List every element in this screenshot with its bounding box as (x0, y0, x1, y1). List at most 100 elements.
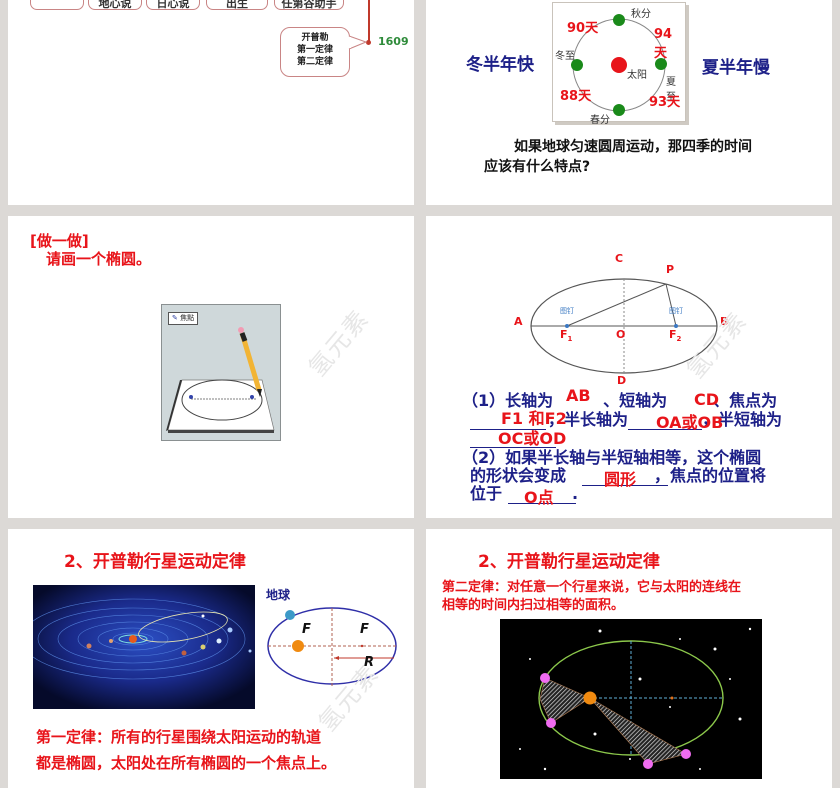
paper-pencil-ellipse-icon (166, 327, 275, 433)
slide-kepler-timeline[interactable]: 地心说 日心说 出生 任第谷助手 1609 开普勒 第一定律 第二定律 (8, 0, 414, 205)
slide-kepler-first-law[interactable]: 2、开普勒行星运动定律 地球 (8, 529, 414, 788)
slide-kepler-second-law[interactable]: 2、开普勒行星运动定律 第二定律：对任意一个行星来说，它与太阳的连线在 相等的时… (426, 529, 832, 788)
timeline-axis (368, 0, 370, 42)
answer-long-axis: AB (566, 386, 591, 405)
pushpin-label-right: 图钉 (669, 307, 683, 315)
question-1-line-2: ，半长轴为 ，半短轴为 (466, 410, 782, 429)
duration-top-right: 94天 (654, 27, 673, 61)
timeline-box: 日心说 (146, 0, 200, 10)
pushpin-label-left: 图钉 (560, 307, 574, 315)
timeline-box: 任第谷助手 (274, 0, 344, 10)
answer-shape: 圆形 (604, 470, 637, 489)
callout-line: 第二定律 (296, 57, 333, 67)
timeline-box-label: 地心说 (98, 0, 132, 10)
q2-text: 的形状会变成 (470, 466, 567, 485)
duration-bottom-left: 88天 (560, 89, 592, 104)
answer-semi-minor: OC或OD (498, 429, 567, 448)
focus-f1-letter: F (560, 328, 568, 341)
timeline-box: 地心说 (88, 0, 142, 10)
second-law-line-1: 第二定律：对任意一个行星来说，它与太阳的连线在 (442, 580, 742, 595)
slide-ellipse-parts[interactable]: C P A B O D F1 F2 图钉 图钉 （1）长轴为、短轴为、焦点为 ，… (426, 216, 832, 518)
slide-seasons[interactable]: 冬半年快 夏半年慢 秋分 冬至 夏至 春分 太阳 90天 94天 88天 93天… (426, 0, 832, 205)
callout-pointer-icon (346, 35, 368, 50)
q1-text: 、短轴为 (603, 391, 668, 410)
timeline-box-label: 出生 (226, 0, 248, 10)
slide-draw-ellipse[interactable]: [做一做] 请画一个椭圆。 ✎ 焦點 氢元素 (8, 216, 414, 518)
underline (470, 429, 546, 430)
timeline-marker (366, 40, 371, 45)
kepler-callout: 开普勒 第一定律 第二定律 (280, 27, 350, 77)
question-2-line-2: 的形状会变成 ，焦点的位置将 (470, 466, 766, 485)
orbit-circle-icon (571, 14, 667, 116)
focus-f2-label: F2 (669, 328, 681, 343)
underline (628, 429, 702, 430)
ellipse-diagram-icon (530, 278, 718, 374)
question-line-1: 如果地球匀速圆周运动，那四季的时间 (514, 139, 752, 155)
question-2-line-1: （2）如果半长轴与半短轴相等，这个椭圆 (462, 448, 762, 467)
question-line-2: 应该有什么特点? (484, 159, 591, 175)
earth-label: 地球 (266, 588, 291, 602)
q1-text: ，半短轴为 (702, 410, 783, 429)
q1-text: 、焦点为 (713, 391, 778, 410)
q2-text: . (572, 484, 579, 503)
timeline-box: 出生 (206, 0, 268, 10)
q2-text: ，焦点的位置将 (654, 466, 767, 485)
question-1-line-1: （1）长轴为 、短轴为 、焦点为 (462, 391, 777, 410)
winter-solstice-label: 冬至 (555, 51, 575, 62)
focus-f1-subscript: 1 (567, 335, 573, 344)
underline (508, 503, 576, 504)
summer-solstice-label: 夏至 (666, 77, 676, 103)
pushpin-icon: ✎ (172, 314, 178, 322)
timeline-box-label: 日心说 (156, 0, 190, 10)
timeline-box (30, 0, 84, 10)
slide-title: 2、开普勒行星运动定律 (478, 552, 660, 572)
focus-legend-label: 焦點 (180, 314, 195, 322)
point-p-label: P (666, 263, 675, 276)
q2-text: 位于 (470, 484, 503, 503)
activity-instruction: 请画一个椭圆。 (46, 250, 152, 268)
activity-heading: [做一做] (30, 232, 89, 250)
seasons-diagram: 秋分 冬至 夏至 春分 太阳 90天 94天 88天 93天 (552, 2, 686, 126)
q1-text: ，半长轴为 (548, 410, 629, 429)
radius-label: R (364, 655, 375, 670)
point-c-label: C (615, 252, 624, 265)
q1-text: （1）长轴为 (462, 391, 554, 410)
point-o-label: O (616, 328, 626, 341)
underline (470, 447, 556, 448)
underline (582, 485, 668, 486)
equal-area-orbit-image (500, 619, 762, 779)
solar-system-image (33, 585, 255, 709)
answer-foci: F1 和F2 (501, 409, 567, 428)
callout-line: 开普勒 (301, 33, 329, 43)
answer-focus-position: O点 (524, 488, 554, 507)
duration-top-left: 90天 (567, 21, 599, 36)
timeline-year: 1609 (378, 35, 409, 48)
sun-label: 太阳 (627, 70, 647, 81)
watermark: 氢元素 (303, 304, 375, 382)
first-law-line-1: 第一定律：所有的行星围绕太阳运动的轨道 (36, 728, 322, 746)
slide-title: 2、开普勒行星运动定律 (64, 552, 246, 572)
summer-slow-label: 夏半年慢 (702, 58, 770, 78)
point-a-label: A (514, 315, 523, 328)
focus-legend: ✎ 焦點 (168, 312, 199, 325)
callout-line: 第一定律 (296, 45, 333, 55)
duration-bottom-right: 93天 (649, 95, 681, 110)
focus-f2-letter: F (669, 328, 677, 341)
question-2-line-3: 位于. (470, 484, 578, 503)
autumn-equinox-label: 秋分 (631, 9, 651, 20)
point-d-label: D (617, 374, 627, 387)
point-b-label: B (720, 315, 729, 328)
ellipse-drawing-illustration: ✎ 焦點 (161, 304, 281, 441)
focus-f1-label: F1 (560, 328, 572, 343)
timeline-box-label: 任第谷助手 (281, 0, 337, 10)
focus-f-label-left: F (302, 622, 311, 637)
answer-semi-major: OA或OB (656, 413, 724, 432)
first-law-line-2: 都是椭圆，太阳处在所有椭圆的一个焦点上。 (36, 754, 337, 772)
focus-f2-subscript: 2 (676, 335, 682, 344)
orbit-ellipse-icon (267, 607, 397, 686)
second-law-line-2: 相等的时间内扫过相等的面积。 (442, 598, 625, 613)
spring-equinox-label: 春分 (590, 115, 610, 126)
winter-fast-label: 冬半年快 (466, 55, 534, 75)
answer-short-axis: CD (694, 390, 720, 409)
focus-f-label-right: F (360, 622, 369, 637)
